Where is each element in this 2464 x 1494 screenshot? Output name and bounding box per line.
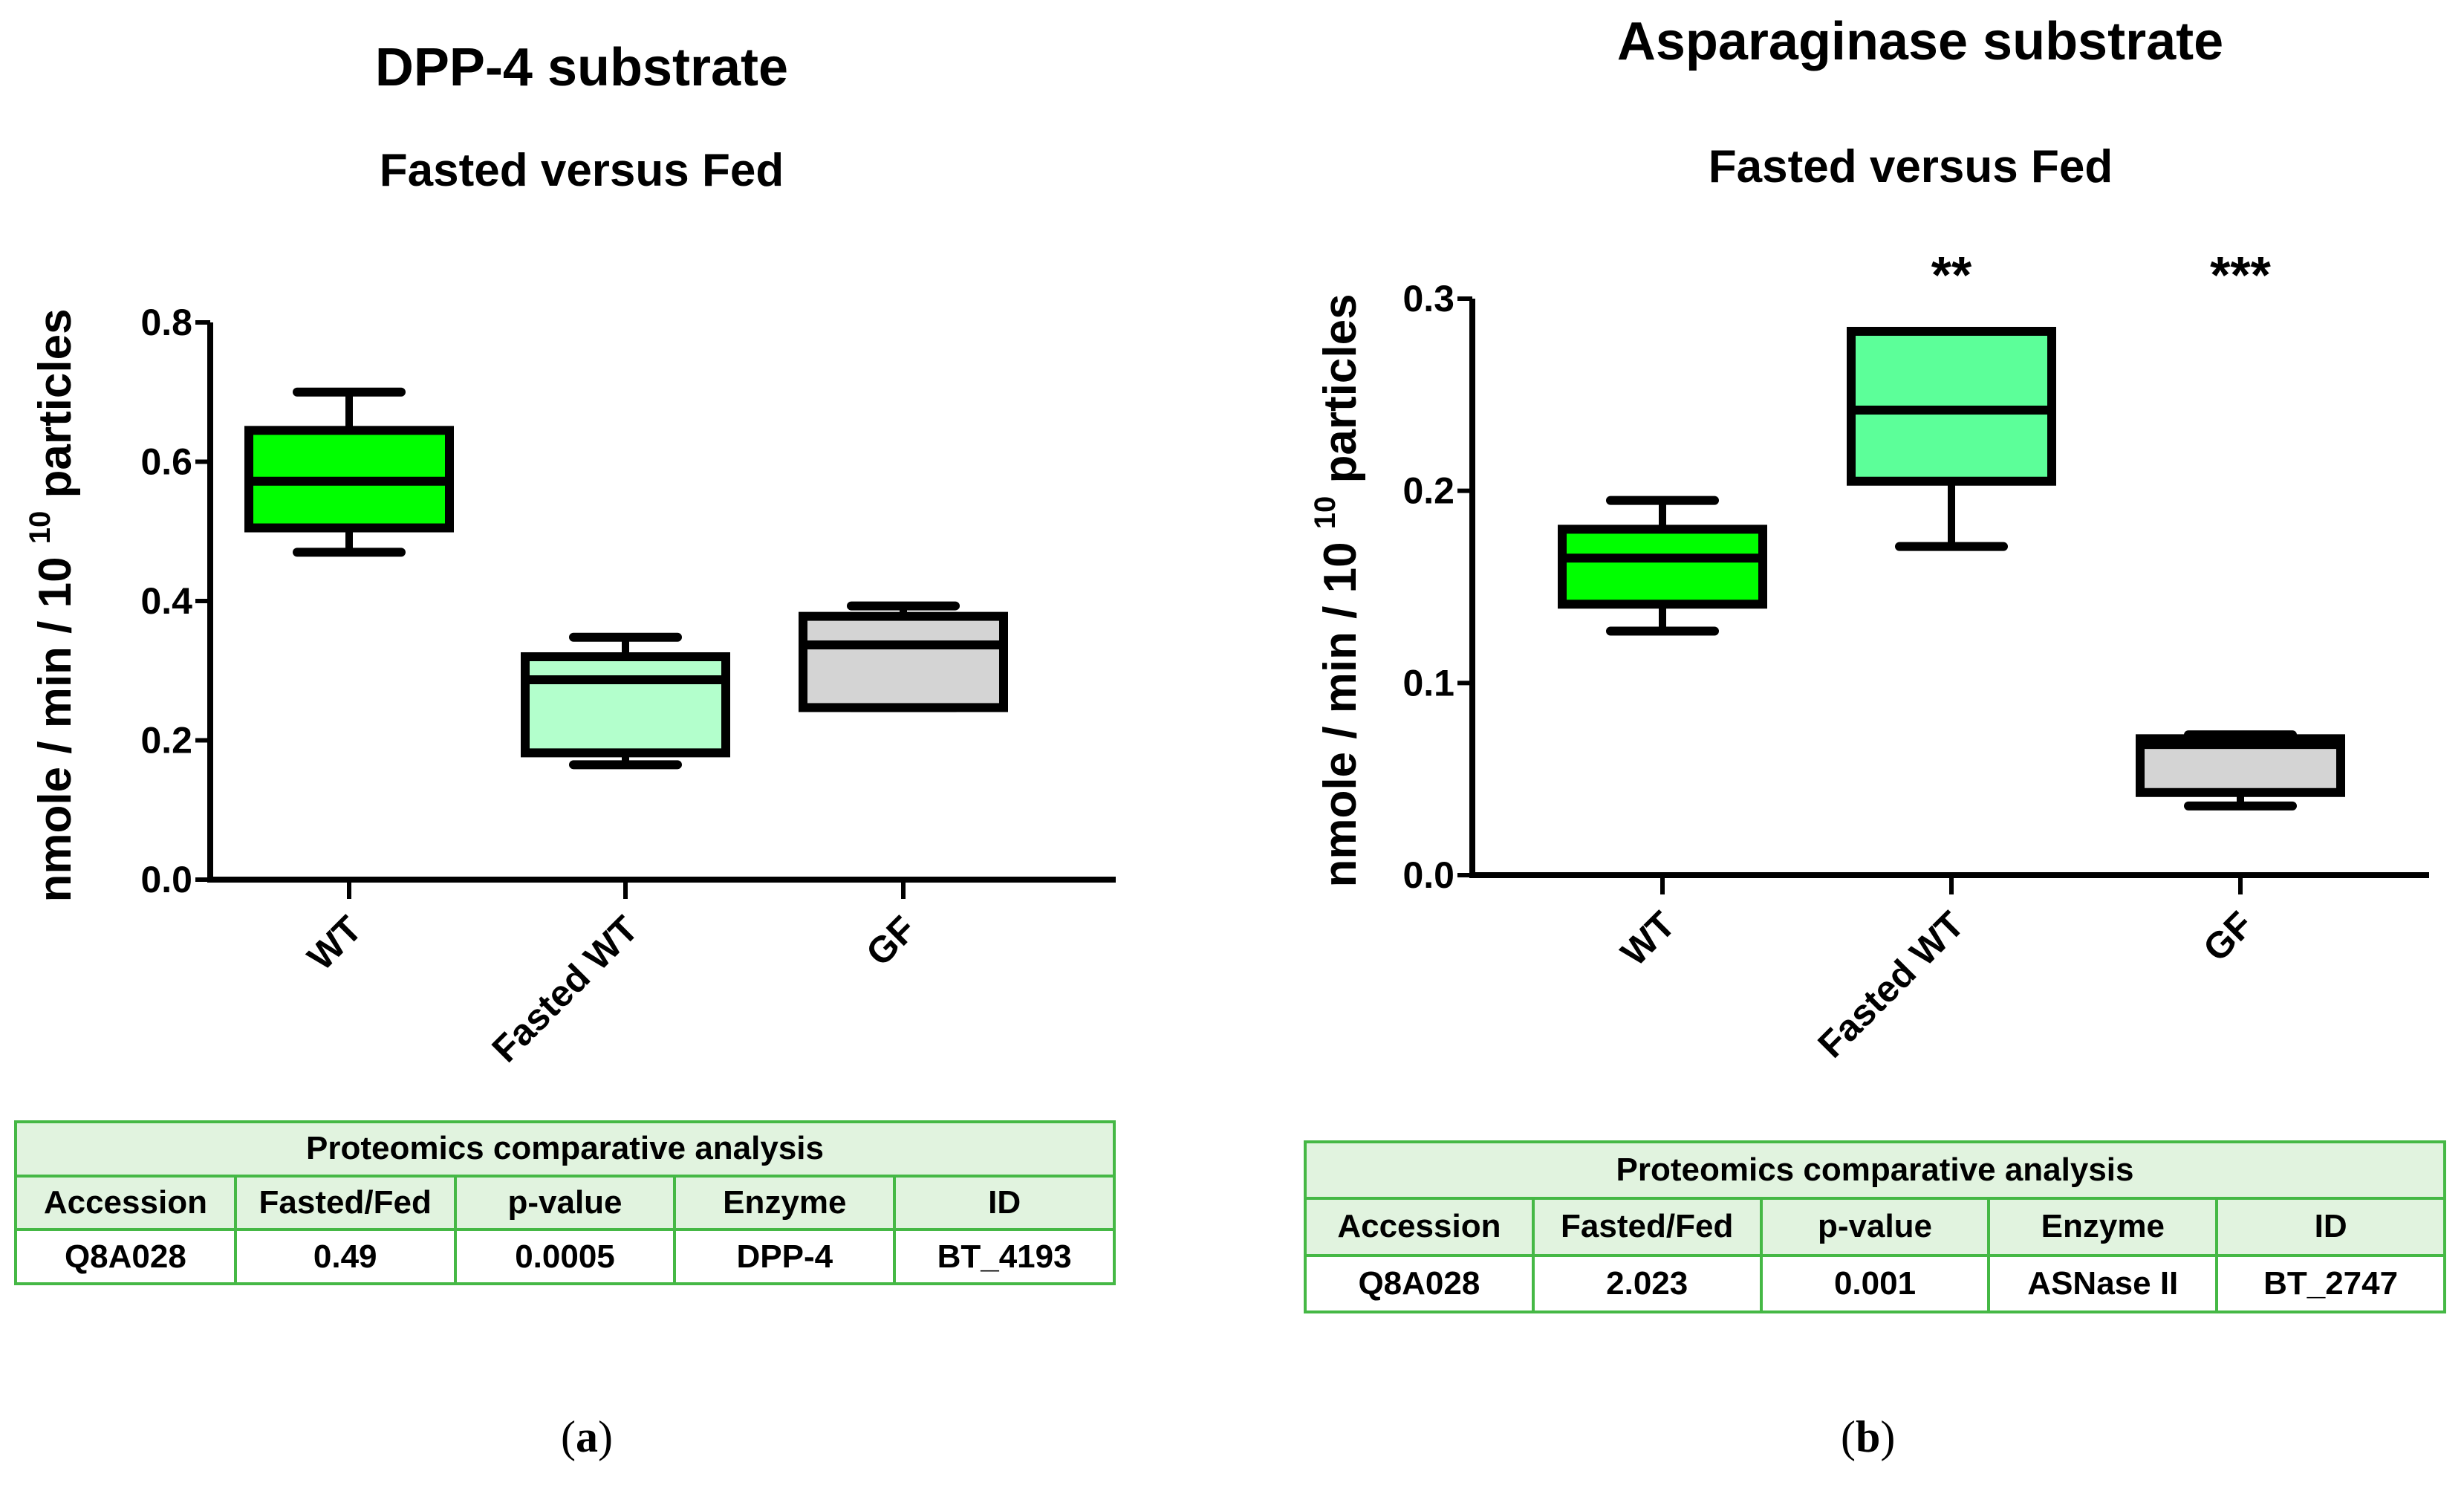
box bbox=[1558, 524, 1767, 609]
proteomics-table-b: Proteomics comparative analysis Accessio… bbox=[1304, 1140, 2446, 1314]
box bbox=[521, 652, 730, 758]
y-tick-label: 0.3 bbox=[1402, 278, 1454, 319]
chart-title: Asparaginase substrate bbox=[1617, 12, 2223, 71]
y-tick-label: 0.0 bbox=[140, 859, 192, 900]
x-tick-label: Fasted WT bbox=[484, 908, 646, 1070]
table-title: Proteomics comparative analysis bbox=[1304, 1140, 2446, 1201]
caption-a: (a) bbox=[561, 1412, 613, 1461]
box bbox=[799, 611, 1008, 712]
table-cell: 0.0005 bbox=[453, 1228, 677, 1285]
y-label-tail: particles bbox=[1315, 293, 1366, 496]
y-tick-label: 0.0 bbox=[1402, 854, 1454, 896]
proteomics-table-a: Proteomics comparative analysis Accessio… bbox=[14, 1120, 1116, 1285]
y-tick-label: 0.2 bbox=[140, 720, 192, 761]
table-cell: Q8A028 bbox=[14, 1228, 237, 1285]
y-label-main: nmole / min / 10 bbox=[30, 544, 81, 902]
table-cell: ASNase II bbox=[1987, 1253, 2219, 1314]
column-header: Accession bbox=[1304, 1197, 1535, 1257]
y-tick-label: 0.4 bbox=[140, 580, 192, 622]
column-header: Accession bbox=[14, 1174, 237, 1232]
y-label-tail: particles bbox=[30, 308, 81, 510]
chart-subtitle: Fasted versus Fed bbox=[1709, 141, 2113, 192]
significance-marker: ** bbox=[1931, 246, 1972, 304]
y-label-superscript: 10 bbox=[1309, 496, 1342, 530]
table-cell: 2.023 bbox=[1531, 1253, 1763, 1314]
y-label-main: nmole / min / 10 bbox=[1315, 529, 1366, 887]
y-axis-label: nmole / min / 10 10 particles bbox=[24, 308, 81, 902]
column-header: p-value bbox=[1759, 1197, 1991, 1257]
y-axis-label: nmole / min / 10 10 particles bbox=[1309, 293, 1366, 887]
caption-b: (b) bbox=[1841, 1412, 1896, 1461]
chart-subtitle: Fasted versus Fed bbox=[380, 145, 784, 196]
table-cell: 0.49 bbox=[233, 1228, 457, 1285]
y-label-superscript: 10 bbox=[24, 511, 56, 545]
table-cell: BT_4193 bbox=[893, 1228, 1116, 1285]
column-header: ID bbox=[2215, 1197, 2446, 1257]
table-cell: DPP-4 bbox=[673, 1228, 897, 1285]
y-tick-label: 0.1 bbox=[1402, 662, 1454, 704]
x-tick-label: WT bbox=[1613, 903, 1683, 974]
column-header: p-value bbox=[453, 1174, 677, 1232]
table-cell: Q8A028 bbox=[1304, 1253, 1535, 1314]
column-header: Fasted/Fed bbox=[233, 1174, 457, 1232]
table-title: Proteomics comparative analysis bbox=[14, 1120, 1116, 1178]
column-header: Enzyme bbox=[673, 1174, 897, 1232]
y-tick-label: 0.2 bbox=[1402, 470, 1454, 512]
table-cell: 0.001 bbox=[1759, 1253, 1991, 1314]
x-tick-label: GF bbox=[858, 908, 924, 974]
x-tick-label: GF bbox=[2195, 903, 2261, 970]
chart-title: DPP-4 substrate bbox=[375, 38, 788, 97]
table-cell: BT_2747 bbox=[2215, 1253, 2446, 1314]
y-tick-label: 0.8 bbox=[140, 302, 192, 343]
column-header: Enzyme bbox=[1987, 1197, 2219, 1257]
y-tick-label: 0.6 bbox=[140, 441, 192, 483]
column-header: Fasted/Fed bbox=[1531, 1197, 1763, 1257]
x-tick-label: WT bbox=[299, 908, 370, 978]
x-tick-label: Fasted WT bbox=[1810, 903, 1971, 1065]
significance-marker: *** bbox=[2210, 246, 2271, 304]
column-header: ID bbox=[893, 1174, 1116, 1232]
